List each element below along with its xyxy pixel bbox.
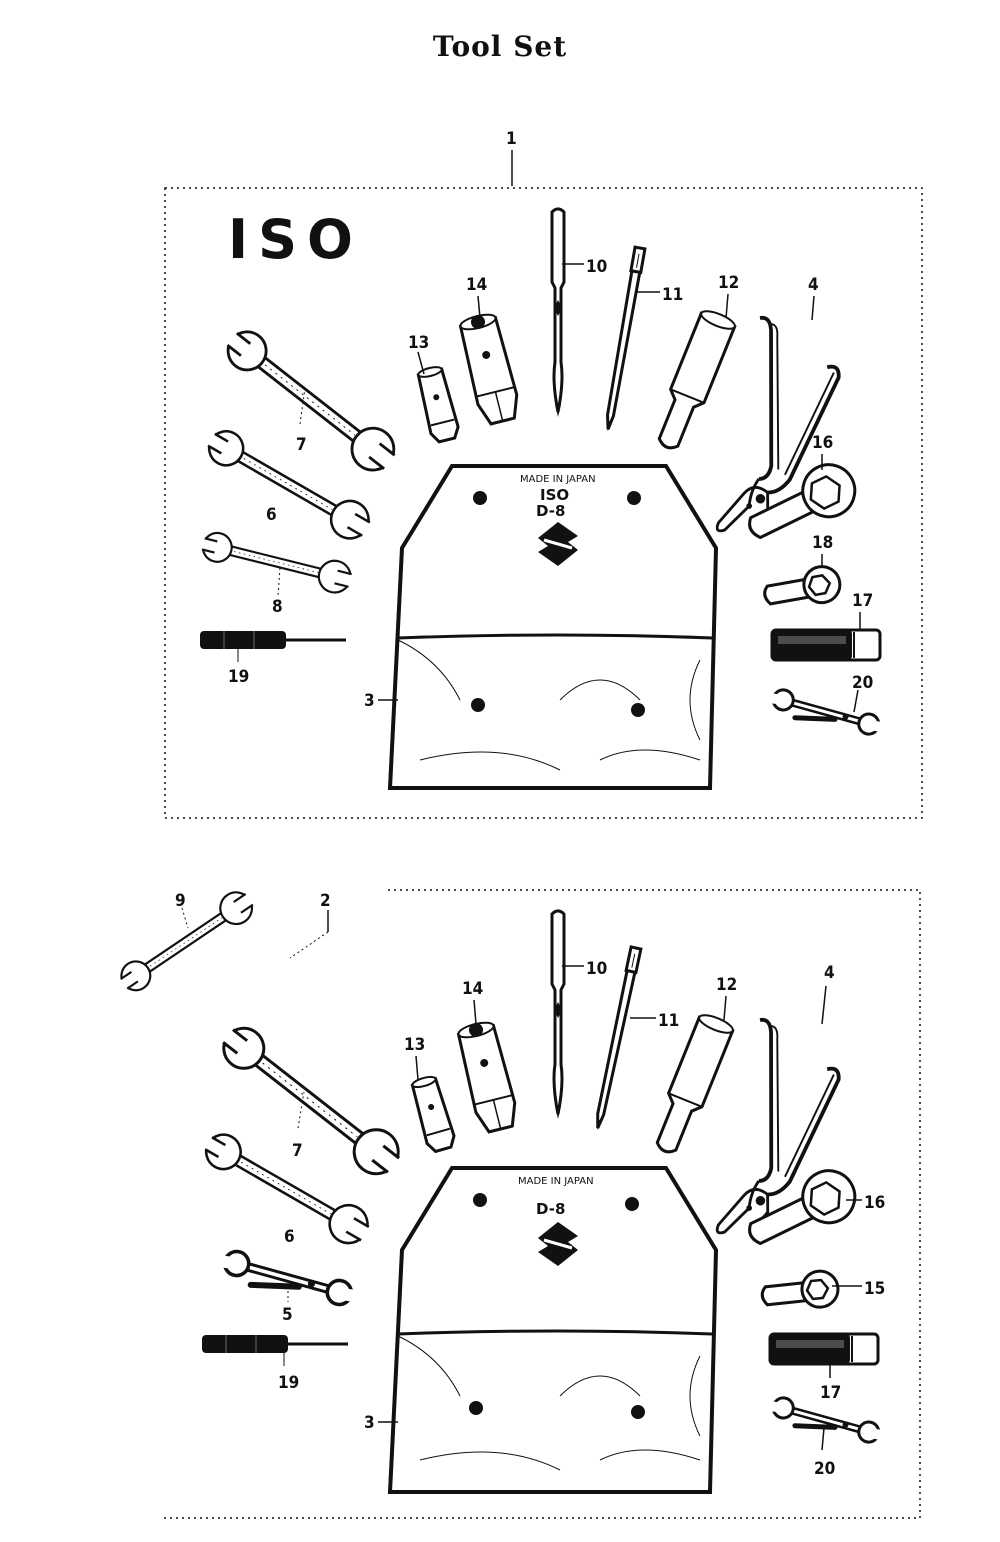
spanner-20b	[764, 1396, 887, 1444]
bottom-set-ref: 2	[320, 891, 331, 911]
ring-18	[760, 562, 845, 614]
bottom-callout-12: 12	[716, 975, 737, 995]
bottom-pouch-made-in: MADE IN JAPAN	[518, 1176, 594, 1187]
top-callout-14: 14	[466, 275, 487, 295]
top-callout-19: 19	[228, 667, 249, 687]
extension-17	[770, 628, 882, 662]
top-callout-11: 11	[662, 285, 683, 305]
page-title: Tool Set	[432, 30, 568, 63]
top-callout-13: 13	[408, 333, 429, 353]
handle-12	[648, 306, 739, 456]
bottom-callout-17: 17	[820, 1383, 841, 1403]
socket-14	[455, 308, 524, 428]
wrench-5	[214, 1249, 362, 1307]
bottom-callout-15: 15	[864, 1279, 885, 1299]
bottom-callout-19: 19	[278, 1373, 299, 1393]
bottom-callout-5: 5	[282, 1305, 293, 1325]
spanner-20	[764, 688, 887, 736]
top-callout-8: 8	[272, 597, 283, 617]
handle-12b	[646, 1010, 737, 1160]
top-tool-set: 1 ISO 7 6 8 19 MADE IN J	[164, 129, 923, 819]
bottom-pouch-code: D-8	[536, 1200, 565, 1218]
bottom-callout-9: 9	[175, 891, 186, 911]
top-pouch-iso: ISO	[540, 486, 569, 504]
bottom-callout-7: 7	[292, 1141, 303, 1161]
bottom-pouch: MADE IN JAPAN D-8	[387, 1166, 719, 1494]
driver-10	[550, 207, 566, 419]
iso-badge: ISO	[228, 208, 363, 271]
top-callout-4: 4	[808, 275, 819, 295]
wrench-8	[192, 526, 361, 599]
bottom-callout-11: 11	[658, 1011, 679, 1031]
bottom-callout-14: 14	[462, 979, 483, 999]
bottom-callout-3: 3	[364, 1413, 375, 1433]
bottom-callout-4: 4	[824, 963, 835, 983]
driver-10b	[550, 909, 566, 1121]
bottom-callout-6: 6	[284, 1227, 295, 1247]
wrench-9	[109, 881, 264, 1002]
top-callout-10: 10	[586, 257, 607, 277]
socket-14b	[453, 1016, 522, 1136]
bottom-tool-set: 2 9 7 6 5 19 MADE IN JA	[109, 881, 921, 1519]
bottom-callout-13: 13	[404, 1035, 425, 1055]
socket-13b	[407, 1072, 459, 1155]
top-pouch-code: D-8	[536, 502, 565, 520]
top-pouch: MADE IN JAPAN ISO D-8	[387, 464, 719, 790]
screwdriver-19b	[200, 1333, 350, 1355]
top-set-ref: 1	[506, 129, 517, 149]
bottom-callout-16: 16	[864, 1193, 885, 1213]
top-pouch-made-in: MADE IN JAPAN	[520, 474, 596, 485]
ring-15	[758, 1267, 842, 1315]
top-callout-18: 18	[812, 533, 833, 553]
bit-driver-11	[601, 245, 647, 434]
top-callout-7: 7	[296, 435, 307, 455]
top-callout-17: 17	[852, 591, 873, 611]
top-callout-16: 16	[812, 433, 833, 453]
extension-17b	[768, 1332, 880, 1366]
bottom-callout-20: 20	[814, 1459, 835, 1479]
bottom-callout-10: 10	[586, 959, 607, 979]
screwdriver-19	[198, 629, 348, 651]
top-callout-20: 20	[852, 673, 873, 693]
socket-13	[413, 363, 463, 445]
top-callout-3: 3	[364, 691, 375, 711]
top-callout-12: 12	[718, 273, 739, 293]
top-callout-6: 6	[266, 505, 277, 525]
